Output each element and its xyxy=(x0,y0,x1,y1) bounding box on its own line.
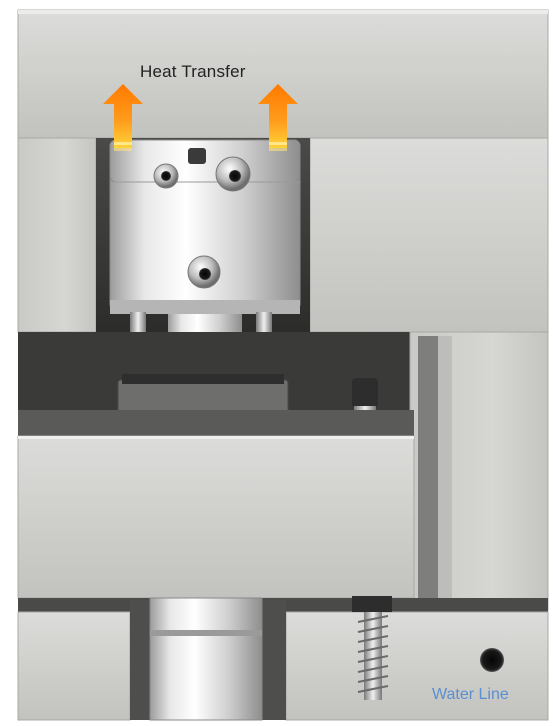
screw-head-icon xyxy=(187,255,221,289)
bottom-right-plate xyxy=(285,611,549,721)
water-line-label: Water Line xyxy=(432,686,509,703)
bottom-cylinder xyxy=(130,597,286,721)
screw-head-icon xyxy=(215,156,251,192)
upper-right-plate xyxy=(309,137,549,333)
upper-left-plate xyxy=(17,137,97,333)
right-column-plate xyxy=(409,331,549,611)
water-line-hole-icon xyxy=(480,648,504,672)
set-screw-icon xyxy=(188,148,206,164)
heat-transfer-label: Heat Transfer xyxy=(140,62,246,81)
middle-block xyxy=(17,410,415,599)
heat-arrow-icon xyxy=(103,84,143,151)
bottom-left-plate xyxy=(17,611,131,721)
heat-arrow-icon xyxy=(258,84,298,151)
screw-head-icon xyxy=(153,163,179,189)
threaded-spring xyxy=(352,596,392,700)
